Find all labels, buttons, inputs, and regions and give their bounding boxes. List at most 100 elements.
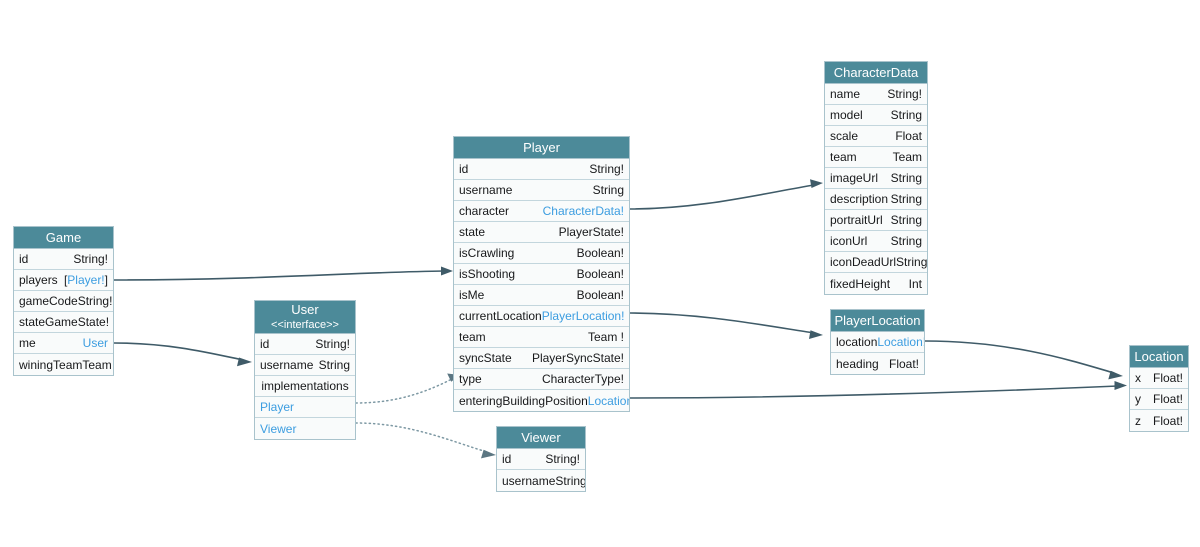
field-type: String [896, 255, 927, 269]
field-player-syncstate: syncState PlayerSyncState! [454, 348, 629, 369]
field-type-link[interactable]: Location! [877, 335, 924, 349]
field-type: String! [545, 452, 580, 466]
edge-game-players-to-player [113, 266, 453, 281]
field-user-impl-viewer[interactable]: Viewer [255, 418, 355, 439]
field-type: String [555, 473, 585, 488]
field-name: isMe [459, 288, 485, 302]
field-user-implementations-label: implementations [255, 376, 355, 397]
field-player-character[interactable]: character CharacterData! [454, 201, 629, 222]
field-type-link[interactable]: User [82, 336, 108, 350]
field-user-impl-player[interactable]: Player [255, 397, 355, 418]
field-name: team [830, 150, 857, 164]
field-type: String! [589, 162, 624, 176]
field-location-z: z Float! [1130, 410, 1188, 431]
field-type: String [890, 213, 922, 227]
edge-user-viewer-impl [355, 422, 496, 459]
field-game-me[interactable]: me User [14, 333, 113, 354]
field-type: String [890, 108, 922, 122]
field-name: winingTeam [19, 357, 83, 372]
field-name: id [459, 162, 469, 176]
field-name: syncState [459, 351, 512, 365]
entity-viewer[interactable]: Viewer id String! username String [496, 426, 586, 492]
field-viewer-id: id String! [497, 449, 585, 470]
field-player-id: id String! [454, 159, 629, 180]
field-type: PlayerState! [558, 225, 624, 239]
field-characterdata-description: description String [825, 189, 927, 210]
field-characterdata-iconurl: iconUrl String [825, 231, 927, 252]
field-playerlocation-location[interactable]: location Location! [831, 332, 924, 353]
field-characterdata-imageurl: imageUrl String [825, 168, 927, 189]
field-type-link[interactable]: Location [587, 393, 629, 408]
field-characterdata-model: model String [825, 105, 927, 126]
field-type-link[interactable]: PlayerLocation! [541, 309, 625, 323]
entity-location-title: Location [1134, 349, 1184, 364]
entity-characterdata[interactable]: CharacterData name String! model String … [824, 61, 928, 295]
field-name: description [830, 192, 889, 206]
field-name: isCrawling [459, 246, 515, 260]
field-location-y: y Float! [1130, 389, 1188, 410]
field-name: portraitUrl [830, 213, 883, 227]
field-game-gamecode: gameCode String! [14, 291, 113, 312]
field-characterdata-fixedheight: fixedHeight Int [825, 273, 927, 294]
field-name: username [260, 358, 314, 372]
field-type: Team [82, 357, 112, 372]
field-type: String! [887, 87, 922, 101]
field-player-username: username String [454, 180, 629, 201]
field-game-state: state GameState! [14, 312, 113, 333]
field-type: PlayerSyncState! [531, 351, 624, 365]
entity-playerlocation-title: PlayerLocation [834, 313, 921, 328]
field-name[interactable]: Player [260, 400, 295, 414]
field-name: username [502, 473, 556, 488]
field-type[interactable]: [Player!] [64, 273, 108, 287]
field-type: String [890, 234, 922, 248]
field-type-link[interactable]: Player! [67, 273, 105, 287]
entity-playerlocation[interactable]: PlayerLocation location Location! headin… [830, 309, 925, 375]
field-name: players [19, 273, 58, 287]
entity-player[interactable]: Player id String! username String charac… [453, 136, 630, 412]
field-type: Float! [1152, 392, 1183, 406]
field-player-iscrawling: isCrawling Boolean! [454, 243, 629, 264]
field-name: scale [830, 129, 859, 143]
edge-player-character-to-characterdata [629, 179, 823, 210]
field-name: gameCode [19, 294, 78, 308]
field-type: String [890, 192, 922, 206]
field-name: enteringBuildingPosition [459, 393, 588, 408]
field-viewer-username: username String [497, 470, 585, 491]
field-characterdata-team: team Team [825, 147, 927, 168]
field-name: state [19, 315, 46, 329]
field-player-team: team Team ! [454, 327, 629, 348]
field-type-link[interactable]: CharacterData! [542, 204, 624, 218]
edge-user-player-impl [355, 373, 460, 404]
field-name: heading [836, 356, 879, 371]
edge-playerlocation-location-to-location [924, 340, 1123, 380]
entity-user[interactable]: User <<interface>> id String! username S… [254, 300, 356, 440]
field-user-username: username String [255, 355, 355, 376]
field-player-currentlocation[interactable]: currentLocation PlayerLocation! [454, 306, 629, 327]
field-game-winingteam: winingTeam Team [14, 354, 113, 375]
entity-game-title: Game [45, 230, 82, 245]
field-name: id [19, 252, 29, 266]
entity-player-title: Player [523, 140, 560, 155]
entity-playerlocation-header: PlayerLocation [831, 310, 924, 332]
field-type: Boolean! [576, 246, 624, 260]
field-characterdata-name: name String! [825, 84, 927, 105]
edge-player-currentlocation-to-playerlocation [629, 312, 823, 339]
field-type: String! [77, 294, 113, 308]
field-name: id [260, 337, 270, 351]
edge-game-me-to-user [113, 342, 252, 367]
field-name[interactable]: Viewer [260, 421, 297, 436]
field-player-isshooting: isShooting Boolean! [454, 264, 629, 285]
field-name: implementations [261, 379, 349, 393]
bracket-close: ] [104, 273, 108, 287]
entity-viewer-title: Viewer [521, 430, 561, 445]
entity-location[interactable]: Location x Float! y Float! z Float! [1129, 345, 1189, 432]
field-player-isme: isMe Boolean! [454, 285, 629, 306]
field-player-enteringbuildingposition[interactable]: enteringBuildingPosition Location [454, 390, 629, 411]
field-name: isShooting [459, 267, 516, 281]
field-name: y [1135, 392, 1141, 406]
entity-location-header: Location [1130, 346, 1188, 368]
field-name: fixedHeight [830, 276, 891, 291]
field-game-players[interactable]: players [Player!] [14, 270, 113, 291]
entity-game[interactable]: Game id String! players [Player!] gameCo… [13, 226, 114, 376]
field-name: location [836, 335, 878, 349]
